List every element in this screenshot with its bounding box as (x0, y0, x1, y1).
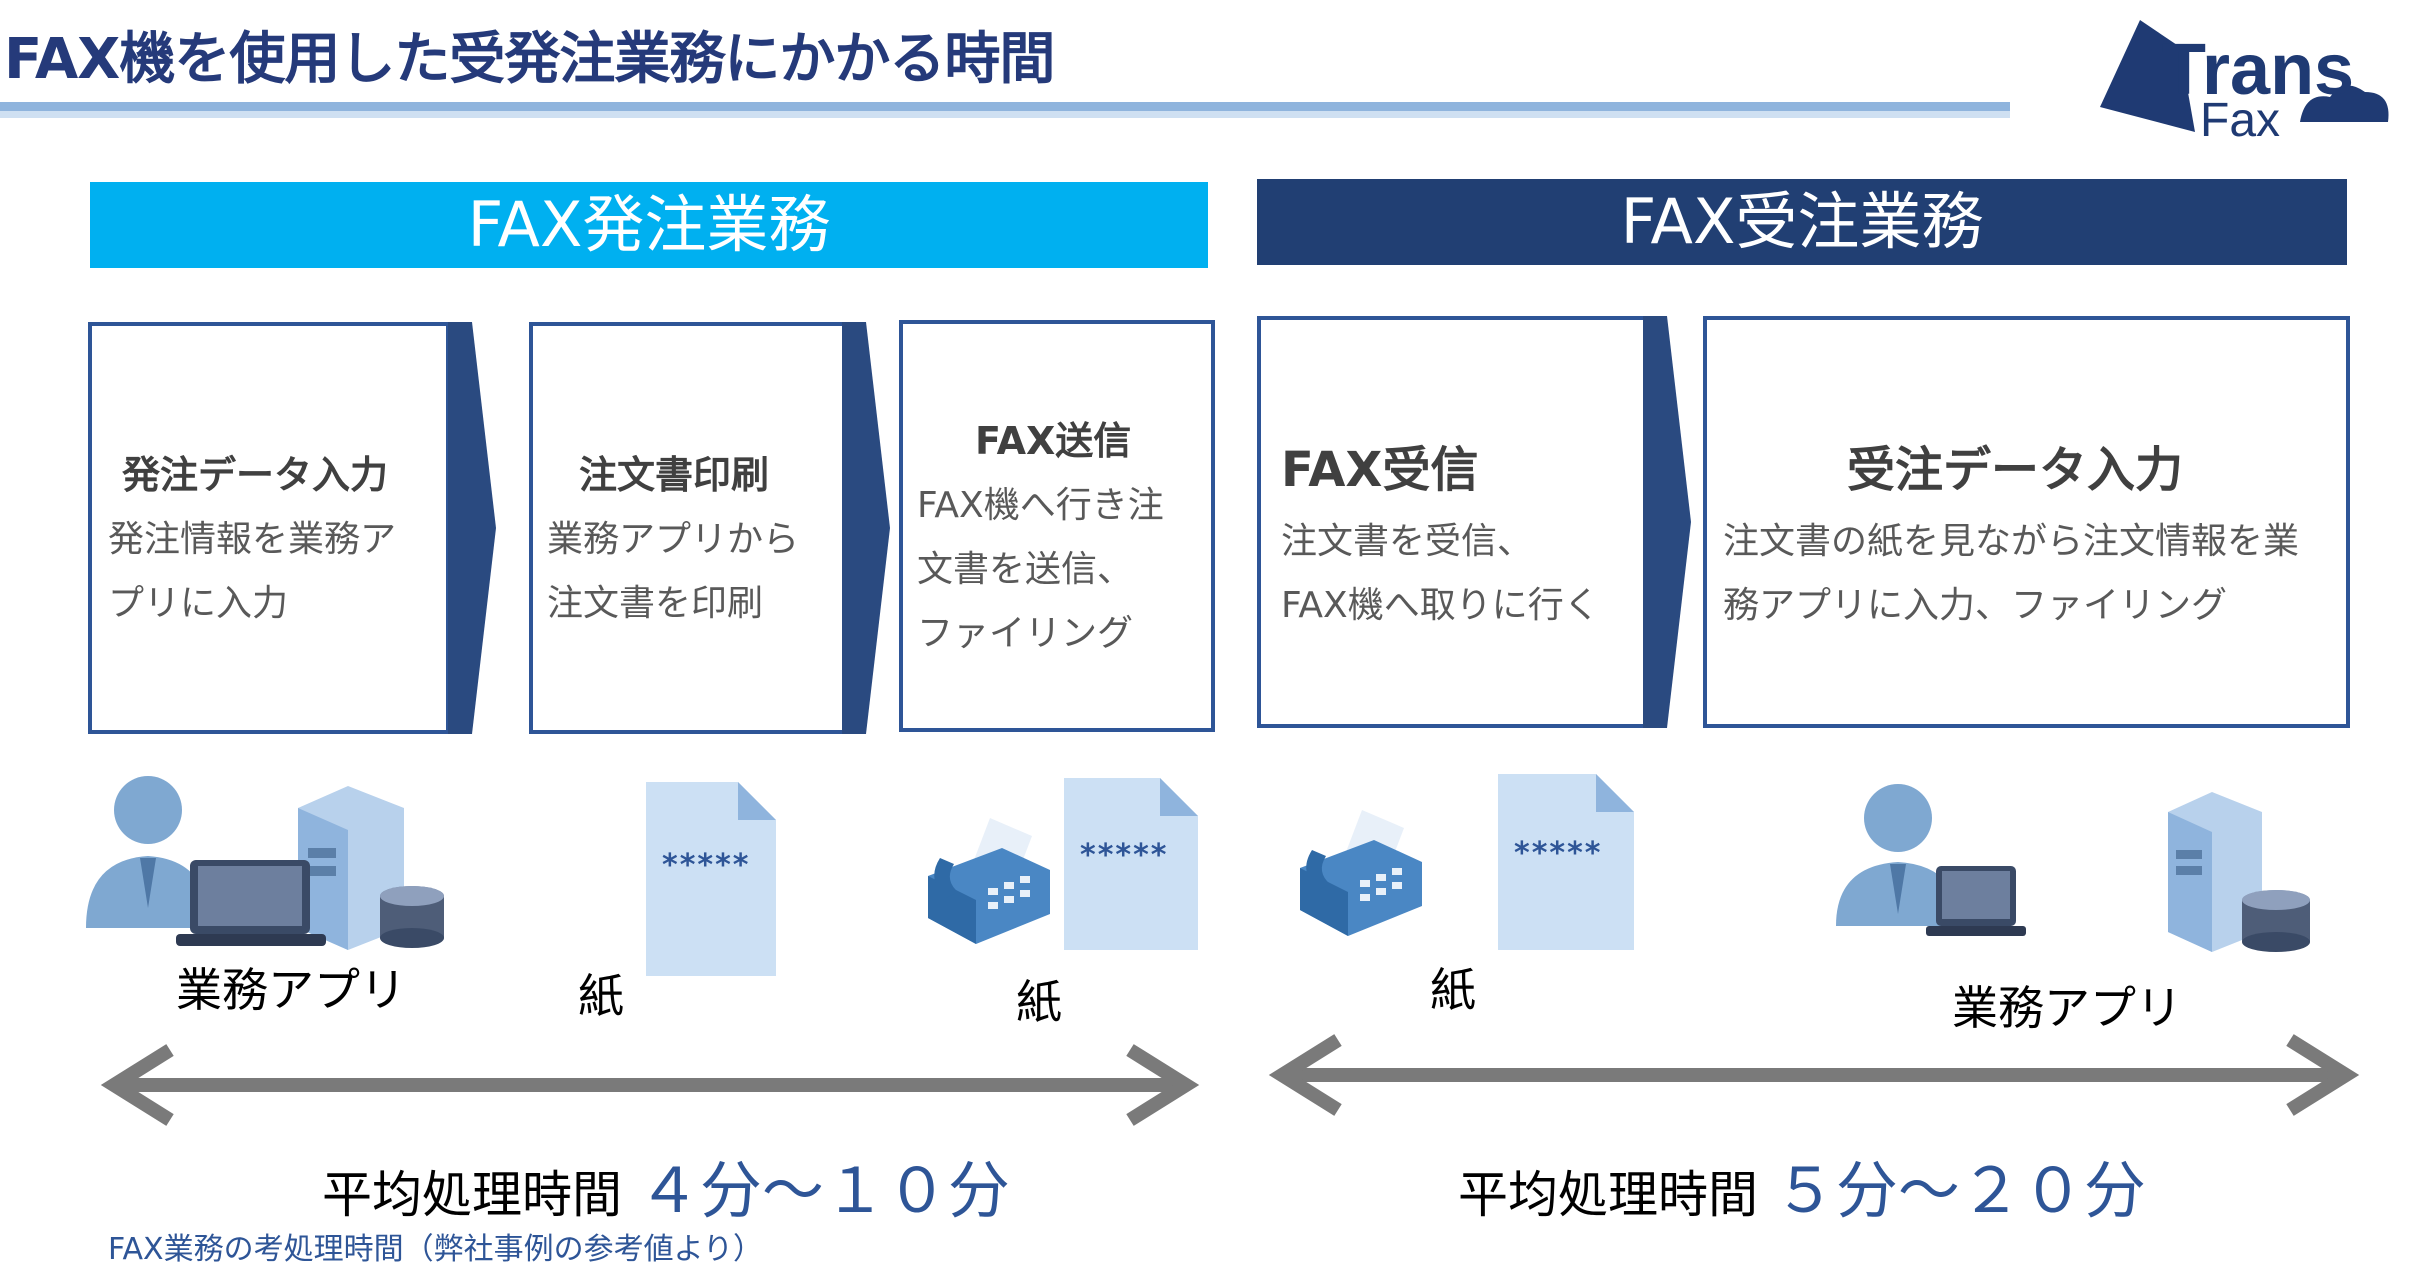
step-title: FAX送信 (975, 419, 1132, 463)
person-icon (86, 776, 210, 928)
order-avg-time: 平均処理時間 ４分～１０分 (322, 1140, 1010, 1230)
step-title: 注文書印刷 (579, 453, 770, 497)
page-title: FAX機を使用した受発注業務にかかる時間 (4, 27, 1055, 92)
fax-machine-icon (1300, 810, 1422, 936)
title-underline-light (0, 111, 2010, 118)
caption-business-app: 業務アプリ (1952, 981, 2182, 1035)
person-icon (1836, 784, 1960, 926)
step-box-recv-input: 受注データ入力 注文書の紙を見ながら注文情報を業 務アプリに入力、ファイリング (1703, 316, 2350, 728)
step-desc-line: プリに入力 (108, 583, 289, 624)
caption-paper: 紙 (1430, 963, 1476, 1017)
server-icon (298, 786, 404, 950)
avg-time-value: ５分～２０分 (1773, 1154, 2146, 1227)
caption-paper: 紙 (1016, 975, 1062, 1029)
document-icon (1064, 778, 1198, 950)
document-icon (1498, 774, 1634, 950)
step-desc-line: 注文書を印刷 (547, 583, 764, 624)
business-app-illustration (1836, 784, 2026, 936)
chevron-right-icon (1643, 316, 1691, 728)
step-desc-line: 注文書の紙を見ながら注文情報を業 (1723, 521, 2300, 562)
avg-time-label: 平均処理時間 (1458, 1166, 1758, 1224)
step-box-recv-fax: FAX受信 注文書を受信、 FAX機へ取りに行く (1257, 316, 1647, 728)
avg-time-value: ４分～１０分 (637, 1154, 1010, 1227)
server-icon (2168, 792, 2262, 952)
step-box-order-send: FAX送信 FAX機へ行き注 文書を送信、 ファイリング (899, 320, 1215, 732)
document-placeholder-text: ***** (1080, 838, 1169, 873)
step-box-order-print: 注文書印刷 業務アプリから 注文書を印刷 (529, 322, 846, 734)
logo-cloud-shape (2300, 85, 2389, 122)
logo-text-fax: Fax (2200, 94, 2280, 142)
recv-avg-time: 平均処理時間 ５分～２０分 (1458, 1140, 2146, 1230)
double-arrow-icon (100, 1044, 1200, 1126)
chevron-right-icon (842, 322, 890, 734)
document-icon (646, 782, 776, 976)
fax-machine-icon (928, 818, 1050, 944)
step-desc-line: 発注情報を業務ア (108, 519, 397, 560)
footnote: FAX業務の考処理時間（弊社事例の参考値より） (108, 1232, 763, 1267)
step-desc-line: 文書を送信、 (917, 549, 1134, 590)
recv-section-heading: FAX受注業務 (1257, 179, 2347, 265)
step-title: FAX受信 (1281, 442, 1479, 498)
logo-text-trans: Trans (2162, 30, 2354, 110)
transfax-logo: Trans Fax (2100, 20, 2389, 142)
step-desc-line: 務アプリに入力、ファイリング (1723, 585, 2228, 626)
document-placeholder-text: ***** (662, 848, 751, 883)
double-arrow-icon (1268, 1034, 2360, 1116)
avg-time-label: 平均処理時間 (322, 1166, 622, 1224)
step-desc-line: 注文書を受信、 (1281, 521, 1534, 562)
order-section-heading: FAX発注業務 (90, 182, 1208, 268)
database-icon (380, 886, 444, 948)
step-title: 発注データ入力 (122, 453, 389, 497)
laptop-icon (176, 860, 326, 946)
step-desc-line: 業務アプリから (547, 519, 800, 560)
step-desc-line: FAX機へ行き注 (917, 485, 1164, 526)
title-underline (0, 102, 2010, 111)
business-app-illustration (86, 776, 444, 950)
chevron-right-icon (448, 322, 496, 734)
step-box-order-input: 発注データ入力 発注情報を業務ア プリに入力 (88, 322, 450, 734)
step-desc-line: ファイリング (917, 613, 1134, 654)
document-placeholder-text: ***** (1514, 836, 1603, 871)
step-desc-line: FAX機へ取りに行く (1281, 585, 1600, 626)
caption-paper: 紙 (578, 969, 624, 1023)
laptop-icon (1926, 866, 2026, 936)
logo-flag-shape (2100, 20, 2195, 132)
step-title: 受注データ入力 (1847, 442, 2184, 498)
server-database-illustration (2168, 792, 2310, 952)
database-icon (2242, 890, 2310, 952)
caption-business-app: 業務アプリ (176, 963, 406, 1017)
